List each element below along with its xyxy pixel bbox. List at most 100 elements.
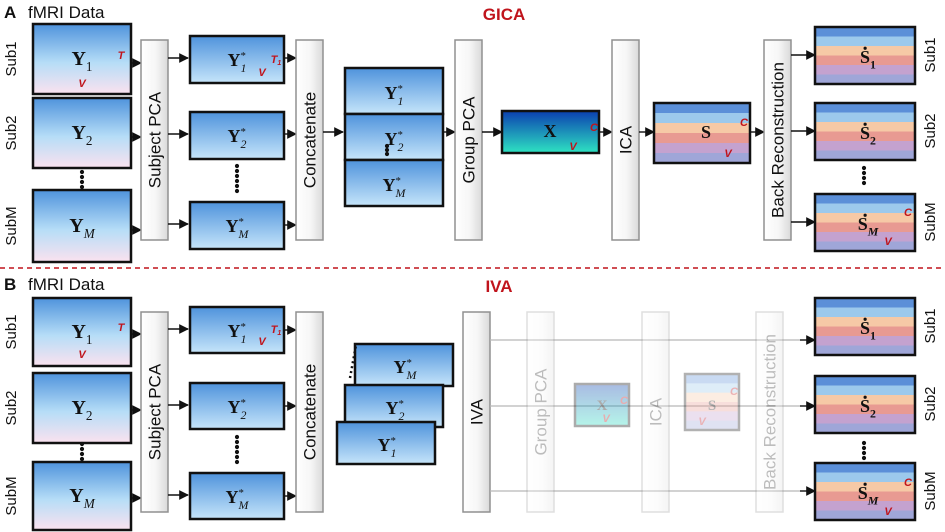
subject-component-box [813, 101, 917, 162]
reduced-data-box [188, 110, 286, 161]
subject-side-label: Sub2 [3, 390, 20, 425]
color-band [654, 103, 750, 114]
ellipsis-dot [861, 175, 867, 181]
ellipsis-dot [861, 165, 867, 171]
data-title: fMRI Data [28, 3, 105, 22]
stacked-data-label: Y*1 [385, 83, 404, 108]
stacked-data-box [343, 112, 445, 162]
dot-accent [863, 122, 867, 126]
panel-title: IVA [485, 277, 512, 296]
stacked-data-box [343, 383, 445, 429]
ellipsis-dot [79, 169, 85, 175]
stacked-data-box [335, 420, 437, 466]
dim-v: V [884, 506, 893, 518]
dim-c: C [740, 117, 749, 129]
dim-v: V [569, 141, 578, 153]
data-title: fMRI Data [28, 275, 105, 294]
subject-data-box [31, 296, 133, 368]
color-band [654, 133, 750, 144]
step-bar [295, 311, 324, 513]
faded-step-group-pca: Group PCA [526, 311, 555, 513]
group-component-box [652, 101, 752, 165]
step-bar [611, 39, 640, 241]
stacked-data-label: Y*M [394, 357, 418, 382]
reduced-data-label: Y*1 [228, 50, 247, 75]
reduced-data-label: Y*1 [228, 321, 247, 346]
subject-side-label: Sub2 [922, 386, 939, 421]
subject-component-label: S2 [860, 396, 876, 420]
color-band [815, 222, 915, 233]
faded-s-label: S [708, 398, 716, 414]
step-bar [454, 39, 483, 241]
step-label: IVA [468, 398, 487, 425]
color-band [815, 482, 915, 492]
dim-v: V [78, 349, 87, 361]
ellipsis-dot [234, 434, 240, 440]
color-band [685, 420, 739, 431]
color-band [815, 491, 915, 502]
step-bar [763, 39, 792, 241]
step-label: Back Reconstruction [761, 334, 780, 490]
band-box-border [813, 101, 917, 162]
subject-side-label: Sub2 [922, 113, 939, 148]
ellipsis-dot [861, 450, 867, 456]
reduced-data-box [188, 200, 286, 251]
color-band [815, 463, 915, 473]
color-band [815, 298, 915, 308]
step-bar [641, 311, 670, 513]
color-band [815, 36, 915, 47]
step-bar [526, 311, 555, 513]
color-band [685, 392, 739, 403]
step-back-reconstruction: Back Reconstruction [763, 39, 792, 241]
color-band [685, 374, 739, 384]
step-bar [295, 39, 324, 241]
reduced-data-label: Y*2 [228, 126, 247, 151]
band-box-border [813, 192, 917, 253]
step-group-pca: Group PCA [454, 39, 483, 241]
ellipsis-dot [861, 170, 867, 176]
color-band [815, 141, 915, 151]
ellipsis-dot [234, 439, 240, 445]
band-box-border [683, 372, 741, 432]
subject-data-box [31, 22, 133, 96]
dim-v: V [602, 413, 611, 425]
ellipsis-dot [234, 449, 240, 455]
dim-v: V [884, 236, 893, 248]
subject-data-box [31, 96, 133, 170]
color-band [815, 317, 915, 327]
color-band [815, 307, 915, 318]
subject-data-label: Y1 [71, 321, 92, 347]
stacked-data-label: Y*2 [386, 398, 405, 423]
step-concatenate: Concatenate [295, 39, 324, 241]
subject-side-label: SubM [3, 476, 20, 515]
dot-accent [863, 482, 867, 486]
step-bar [140, 39, 169, 241]
color-band [815, 510, 915, 521]
stacked-data-label: Y*M [383, 175, 407, 200]
ellipsis-dot [234, 178, 240, 184]
step-bar [462, 311, 491, 513]
color-band [815, 501, 915, 511]
reduced-data-label: Y*2 [228, 397, 247, 422]
reduced-data-label: Y*M [226, 216, 250, 241]
subject-data-label: Y2 [71, 397, 92, 423]
step-label: ICA [617, 125, 636, 154]
color-band [815, 414, 915, 424]
ellipsis-dot [234, 459, 240, 465]
color-band [815, 241, 915, 252]
subject-side-label: SubM [922, 202, 939, 241]
band-box-border [813, 374, 917, 435]
stacked-data-box [353, 342, 455, 388]
ellipsis-dot [234, 444, 240, 450]
step-bar [755, 311, 784, 513]
ellipsis-dot [234, 173, 240, 179]
ellipsis-dot [79, 179, 85, 185]
ellipsis-dot [861, 455, 867, 461]
color-band [654, 143, 750, 154]
color-band [815, 122, 915, 132]
dim-t1: T1 [271, 54, 282, 67]
